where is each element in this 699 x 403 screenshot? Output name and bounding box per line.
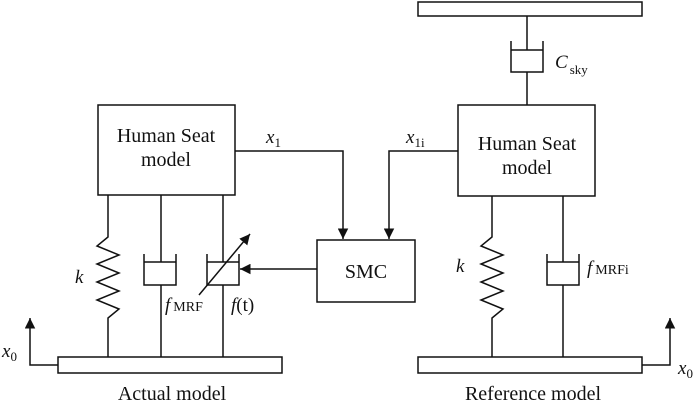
actual-input-label: x0 [1,341,17,364]
reference-block-label-line2: model [502,157,552,179]
reference-input-label: x0 [677,358,693,381]
control-force-label: f(t) [231,295,254,316]
actual-damper-controlled [206,195,240,357]
smc-block [316,239,416,303]
actual-spring [95,195,121,357]
reference-block-label-line1: Human Seat [478,133,577,155]
reference-top-plate [417,1,643,17]
actual-human-seat-block [97,104,236,196]
reference-spring-label: k [456,256,465,277]
smc-label: SMC [345,261,387,283]
reference-spring [479,196,505,357]
reference-input-arrow [642,318,676,366]
reference-damper-mrfi [546,196,580,357]
reference-caption: Reference model [465,383,601,403]
x1-label: x1 [265,127,281,150]
signal-x1i-arrow [383,150,458,239]
actual-block-label-line2: model [141,149,191,171]
skyhook-damper [510,16,544,105]
variable-arrow [198,233,251,296]
actual-damper-mrf [143,195,177,357]
actual-input-arrow [24,318,58,366]
reference-base-plate [417,356,643,374]
actual-block-label-line1: Human Seat [117,125,216,147]
actual-spring-label: k [75,267,84,288]
x1i-label: x1i [405,127,425,150]
signal-x1-arrow [235,150,349,239]
actual-caption: Actual model [118,383,227,403]
actual-base-plate [57,356,283,374]
